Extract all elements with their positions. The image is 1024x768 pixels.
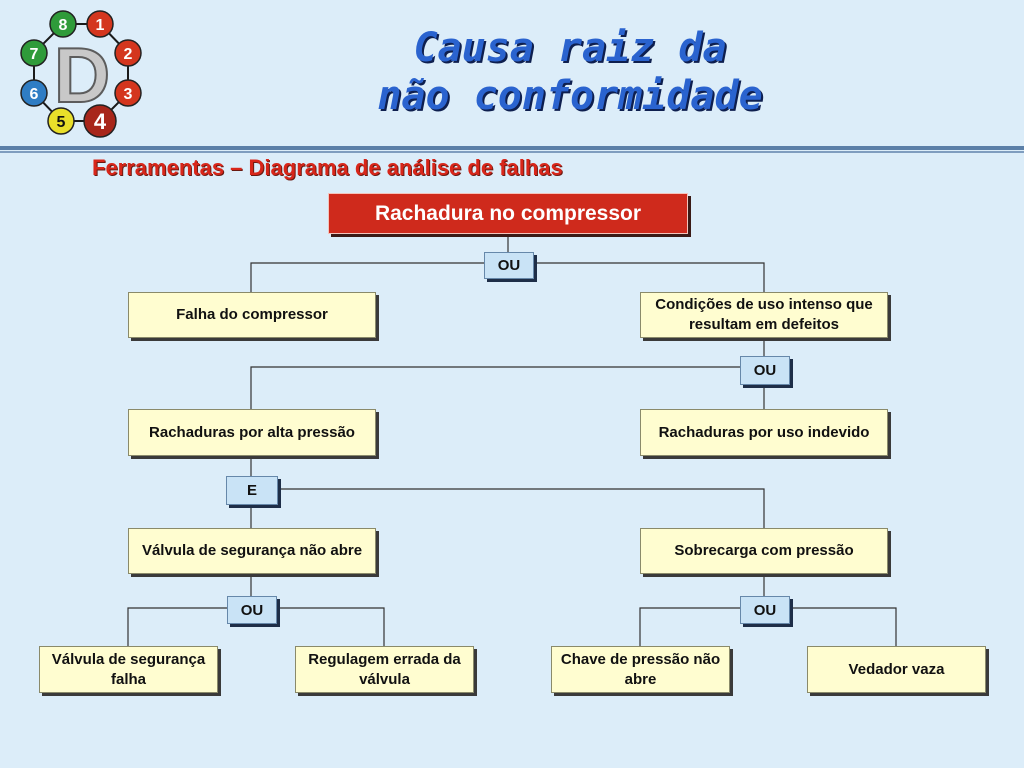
connector-g3-branches (278, 488, 765, 528)
or-gate-3: OU (227, 596, 277, 624)
logo-step-6: 6 (20, 79, 48, 107)
logo-step-3: 3 (114, 79, 142, 107)
or-gate-1: OU (484, 252, 534, 279)
node-sobrecarga-pressao: Sobrecarga com pressão (640, 528, 888, 574)
logo-step-7: 7 (20, 39, 48, 67)
svg-text:3: 3 (124, 86, 133, 103)
node-valvula-seguranca-nao-abre: Válvula de segurança não abre (128, 528, 376, 574)
connector-g2-branches (250, 366, 740, 409)
node-vedador-vaza: Vedador vaza (807, 646, 986, 693)
header-divider-thin (0, 151, 1024, 153)
node-valvula-seguranca-falha: Válvula de segurança falha (39, 646, 218, 693)
node-rachaduras-uso-indevido: Rachaduras por uso indevido (640, 409, 888, 456)
logo-step-2: 2 (114, 39, 142, 67)
node-chave-pressao-nao-abre: Chave de pressão não abre (551, 646, 730, 693)
connector-g5-branches (639, 607, 897, 646)
svg-text:7: 7 (30, 46, 39, 63)
page-title-line-1: Causa raiz da (413, 25, 727, 71)
page-title: Causa raiz da não conformidade (300, 24, 840, 120)
8d-logo: D 1 2 3 4 5 6 7 8 (20, 10, 142, 138)
svg-text:8: 8 (59, 17, 68, 34)
logo-step-1: 1 (86, 10, 114, 38)
or-gate-4: OU (740, 596, 790, 624)
page-title-line-2: não conformidade (377, 73, 763, 119)
and-gate: E (226, 476, 278, 505)
node-rachaduras-alta-pressao: Rachaduras por alta pressão (128, 409, 376, 456)
svg-text:5: 5 (57, 114, 66, 131)
connector-g4-branches (127, 607, 385, 646)
node-condicoes-uso-intenso: Condições de uso intenso que resultam em… (640, 292, 888, 338)
connector-g1-branches (250, 262, 765, 292)
or-gate-2: OU (740, 356, 790, 385)
logo-step-5: 5 (47, 107, 75, 135)
node-falha-do-compressor: Falha do compressor (128, 292, 376, 338)
svg-text:6: 6 (30, 86, 39, 103)
section-subtitle: Ferramentas – Diagrama de análise de fal… (92, 155, 563, 180)
logo-letter: D (54, 31, 110, 119)
svg-text:4: 4 (94, 109, 107, 134)
top-event-box: Rachadura no compressor (328, 193, 688, 234)
logo-step-8: 8 (49, 10, 77, 38)
header-divider (0, 146, 1024, 150)
logo-step-4: 4 (83, 104, 117, 138)
svg-text:2: 2 (124, 46, 133, 63)
node-regulagem-errada-valvula: Regulagem errada da válvula (295, 646, 474, 693)
svg-text:1: 1 (96, 17, 105, 34)
